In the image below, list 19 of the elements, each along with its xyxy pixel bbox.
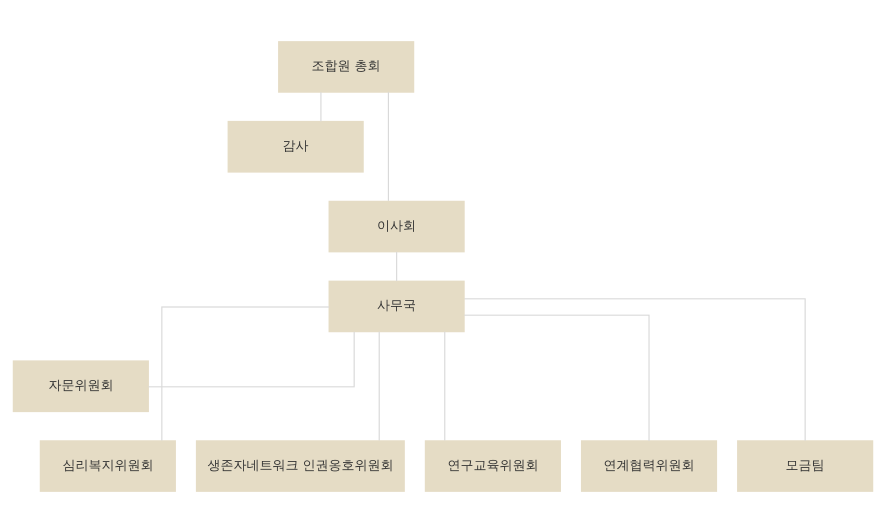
node-box: 감사 — [228, 120, 364, 172]
node-box: 조합원 총회 — [278, 40, 414, 92]
node-box: 사무국 — [328, 280, 465, 332]
node-box: 모금팀 — [737, 440, 874, 492]
connector — [444, 331, 446, 440]
node-box: 자문위원회 — [12, 360, 149, 412]
node-box: 연구교육위원회 — [424, 440, 561, 492]
connector — [320, 92, 322, 121]
node-box: 이사회 — [328, 200, 465, 252]
connector — [378, 331, 380, 440]
connector — [148, 331, 355, 387]
node-box: 연계협력위원회 — [580, 440, 718, 492]
connector — [464, 314, 650, 440]
connector — [464, 298, 806, 440]
connector — [388, 92, 389, 200]
connector — [396, 251, 398, 281]
connector — [161, 306, 330, 440]
node-box: 심리복지위원회 — [40, 440, 176, 492]
node-box: 생존자네트워크 인권옹호위원회 — [196, 440, 405, 492]
